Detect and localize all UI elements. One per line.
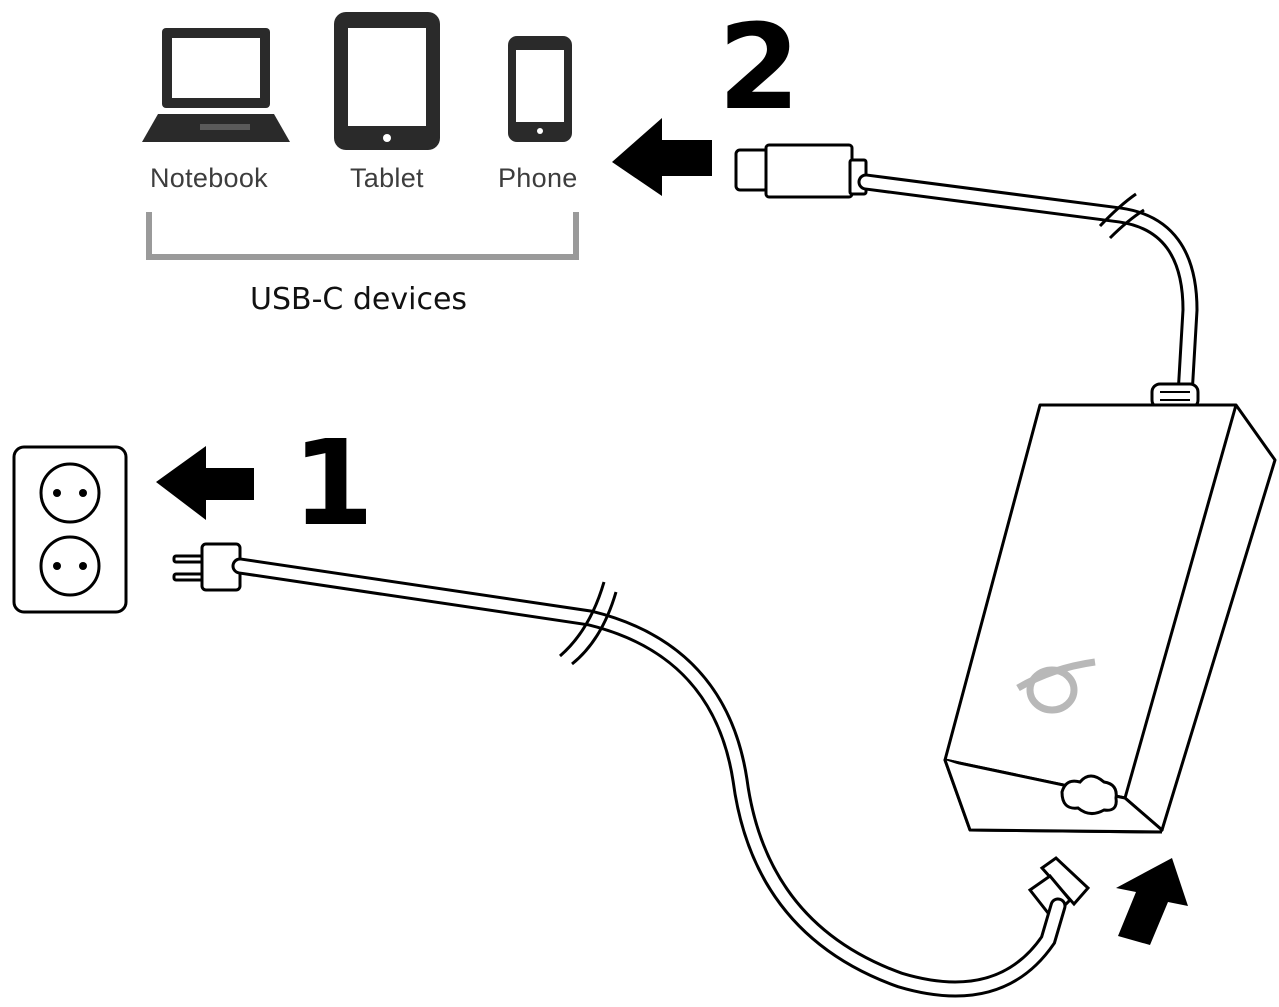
ac-cable [231,557,1067,998]
arrow-icon [1116,858,1188,945]
usb-c-cable [857,173,1199,404]
usb-c-plug [734,143,868,199]
step-2-number: 2 [718,0,801,136]
arrow-icon [156,446,254,520]
cable-strain-relief [1150,382,1200,410]
wall-outlet-icon [12,445,128,614]
brand-logo-icon [1016,658,1096,714]
phone-icon [508,36,572,142]
notebook-label: Notebook [150,163,268,193]
notebook-icon [142,28,290,142]
europlug [172,542,242,592]
arrow-icon [612,118,712,196]
devices-bracket [146,212,579,260]
phone-label: Phone [498,163,578,193]
tablet-label: Tablet [350,163,424,193]
tablet-icon [334,12,440,150]
step-1-number: 1 [292,414,375,552]
power-adapter-icon [943,403,1277,834]
usb-c-devices-label: USB-C devices [250,282,468,317]
power-inlet [1060,774,1118,815]
